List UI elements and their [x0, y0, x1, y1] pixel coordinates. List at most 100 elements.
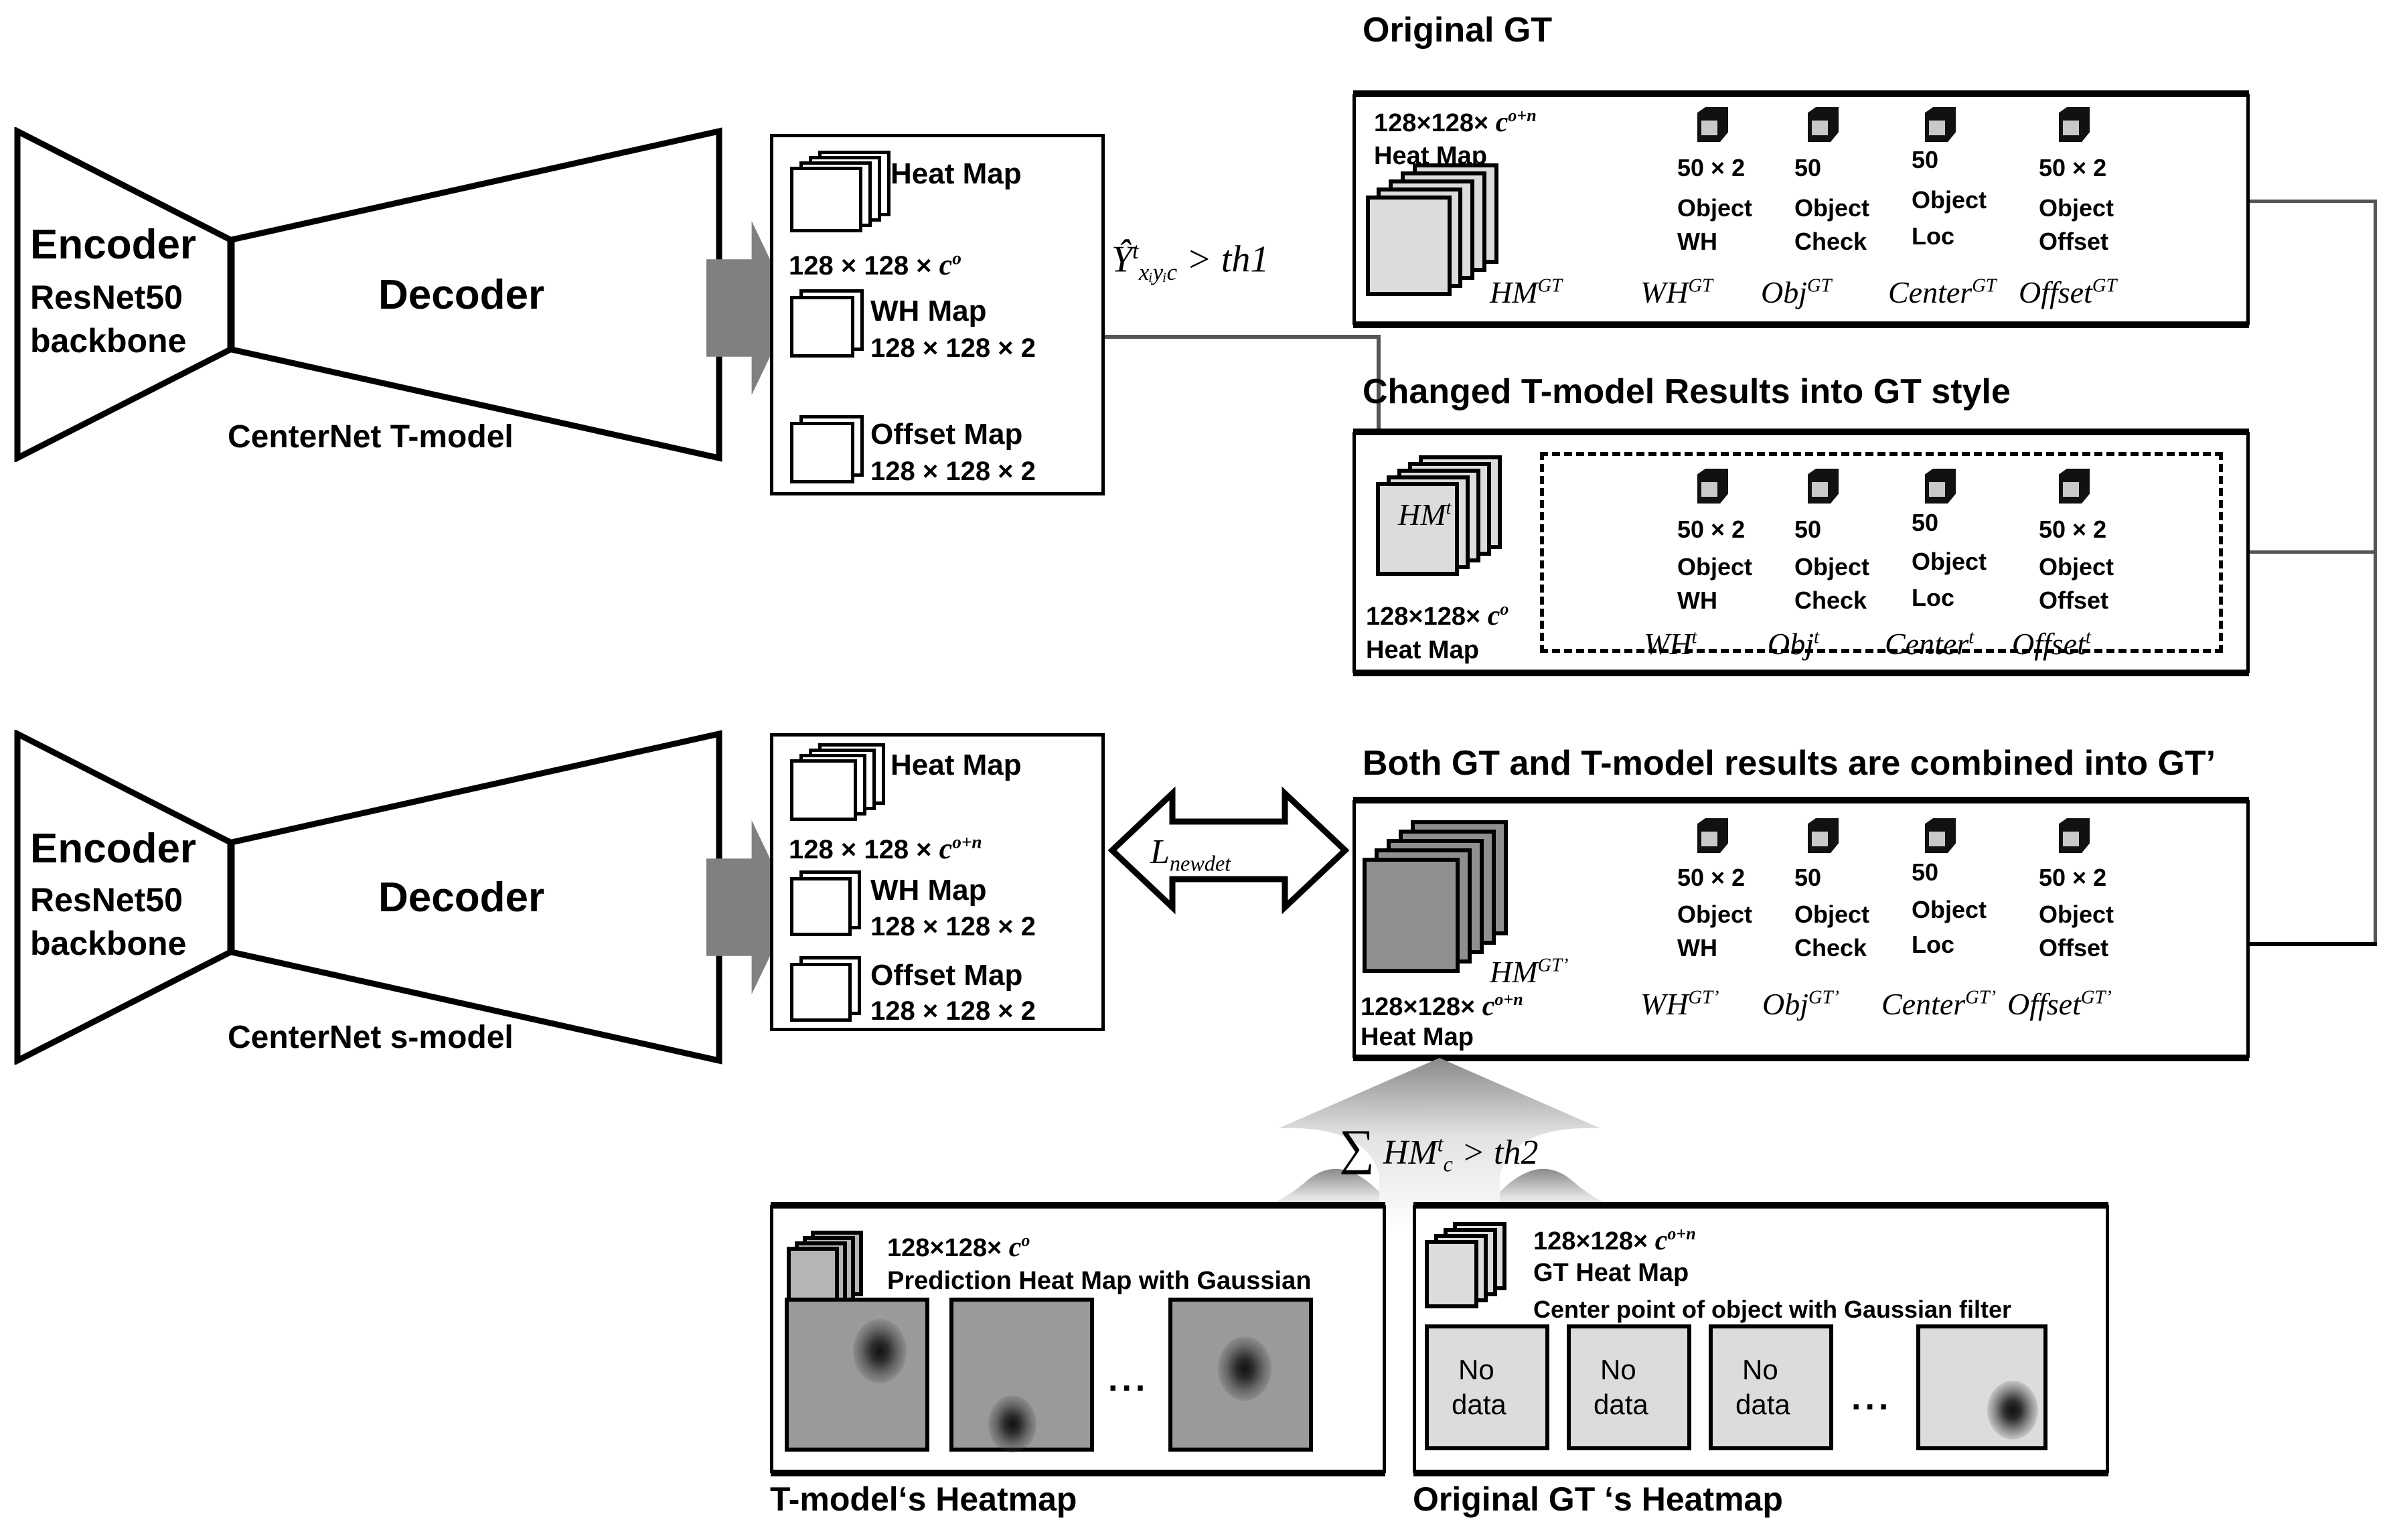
student-output-offsetmap-dims: 128 × 128 × 2 — [870, 996, 1036, 1026]
gtprime-col-2-count: 50 — [1912, 858, 1939, 886]
gt-col-0-cube-icon — [1697, 107, 1728, 142]
gtprime-col-1-line1: Object — [1794, 901, 1870, 928]
student-output-heatmap-dims: 128 × 128 × co+n — [789, 832, 982, 865]
tmodel-col-0-cube-icon — [1697, 469, 1728, 504]
gtprime-col-0-cube-icon — [1697, 818, 1728, 853]
threshold-th1-expression: Ŷtxᵢyᵢc > th1 — [1111, 238, 1269, 285]
gtprime-col-1-symbol: ObjGT’ — [1762, 987, 1839, 1021]
student-decoder-shape — [228, 730, 723, 1065]
tmodel-heatmap-symbol: HMt — [1398, 497, 1452, 532]
gt-col-0-count: 50 × 2 — [1677, 154, 1746, 181]
tmodel-col-0-line2: WH — [1677, 587, 1717, 614]
gt-panel-stack-icon — [1425, 1222, 1525, 1316]
gt-col-3-line1: Object — [2039, 194, 2114, 222]
gt-panel-ellipsis: ... — [1851, 1379, 1893, 1417]
gt-col-3-line2: Offset — [2039, 228, 2109, 255]
gt-panel-description: Center point of object with Gaussian fil… — [1533, 1296, 2012, 1323]
gtprime-col-2-cube-icon — [1925, 818, 1956, 853]
gtprime-col-2-symbol: CenterGT’ — [1881, 987, 1997, 1021]
student-encoder-backbone-line1: ResNet50 — [30, 881, 183, 919]
tmodel-col-1-symbol: Objt — [1768, 627, 1819, 661]
gtprime-col-2-line1: Object — [1912, 896, 1987, 923]
tmodel-col-3-count: 50 × 2 — [2039, 516, 2107, 543]
gt-tile-1-line1: No — [1600, 1354, 1636, 1385]
teacher-offsetmap-stack-icon — [790, 415, 884, 489]
tmodel-panel-ellipsis: ... — [1108, 1360, 1150, 1399]
gt-col-2-symbol: CenterGT — [1888, 275, 1997, 309]
gtprime-col-1-line2: Check — [1794, 934, 1867, 961]
teacher-encoder-backbone-line2: backbone — [30, 322, 187, 360]
gtprime-col-0-count: 50 × 2 — [1677, 864, 1746, 891]
gt-box-title: Original GT — [1363, 11, 1553, 50]
tmodel-col-2-line2: Loc — [1912, 584, 1955, 611]
tmodel-col-3-symbol: Offsett — [2012, 627, 2091, 661]
gt-heatmap-symbol: HMGT — [1490, 275, 1562, 309]
tmodel-tile-0-gaussian-blob — [853, 1319, 907, 1383]
gtprime-box-title: Both GT and T-model results are combined… — [1363, 744, 2216, 783]
gtprime-col-0-line2: WH — [1677, 934, 1717, 961]
tmodel-col-3-line2: Offset — [2039, 587, 2109, 614]
tmodel-col-0-symbol: WHt — [1644, 627, 1697, 661]
gt-col-3-cube-icon — [2059, 107, 2090, 142]
gt-col-2-line2: Loc — [1912, 222, 1955, 250]
tmodel-box-title: Changed T-model Results into GT style — [1363, 372, 2011, 411]
tmodel-col-2-line1: Object — [1912, 548, 1987, 575]
gt-tile-0-line1: No — [1458, 1354, 1494, 1385]
gtprime-heatmap-stack-icon — [1363, 820, 1517, 1004]
student-offsetmap-stack-icon — [790, 956, 884, 1030]
student-model-caption: CenterNet s-model — [228, 1020, 514, 1055]
student-decoder-title: Decoder — [378, 874, 545, 921]
gt-tile-2-line1: No — [1742, 1354, 1778, 1385]
gt-tile-3 — [1916, 1324, 2047, 1450]
gt-tile-1: No data — [1567, 1324, 1691, 1450]
teacher-encoder-backbone-line1: ResNet50 — [30, 279, 183, 316]
loss-label: Lnewdet — [1150, 833, 1231, 876]
gt-tile-2-line2: data — [1735, 1389, 1790, 1420]
gt-col-2-line1: Object — [1912, 186, 1987, 214]
tmodel-box-dashed-region — [1540, 452, 2223, 653]
gt-tile-2: No data — [1709, 1324, 1833, 1450]
tmodel-col-3-line1: Object — [2039, 553, 2114, 581]
teacher-model-caption: CenterNet T-model — [228, 419, 514, 455]
gt-panel-dims: 128×128× co+n — [1533, 1224, 1696, 1256]
gtprime-col-1-cube-icon — [1808, 818, 1839, 853]
gt-col-2-count: 50 — [1912, 146, 1939, 173]
tmodel-col-1-line2: Check — [1794, 587, 1867, 614]
gt-panel-caption: Original GT ‘s Heatmap — [1413, 1480, 1783, 1518]
tmodel-col-1-line1: Object — [1794, 553, 1870, 581]
tmodel-col-1-cube-icon — [1808, 469, 1839, 504]
tmodel-tile-2-gaussian-blob — [1218, 1336, 1271, 1401]
student-output-offsetmap-label: Offset Map — [870, 959, 1023, 992]
connector-tmodel-right-h — [2250, 550, 2377, 554]
student-output-whmap-label: WH Map — [870, 874, 987, 907]
gtprime-heatmap-symbol: HMGT’ — [1490, 955, 1569, 989]
gtprime-col-1-count: 50 — [1794, 864, 1822, 891]
gt-col-0-symbol: WHGT — [1640, 275, 1713, 309]
threshold-th2-expression: ∑ HMtc > th2 — [1339, 1120, 1539, 1176]
tmodel-col-2-cube-icon — [1925, 469, 1956, 504]
tmodel-panel-caption: T-model‘s Heatmap — [770, 1480, 1077, 1518]
gt-col-1-cube-icon — [1808, 107, 1839, 142]
student-output-heatmap-label: Heat Map — [891, 749, 1022, 781]
tmodel-heatmap-stack-icon — [1376, 455, 1510, 589]
tmodel-col-2-symbol: Centert — [1885, 627, 1975, 661]
teacher-encoder-title: Encoder — [30, 222, 197, 268]
teacher-output-whmap-dims: 128 × 128 × 2 — [870, 333, 1036, 363]
gtprime-col-2-line2: Loc — [1912, 931, 1955, 958]
teacher-output-heatmap-label: Heat Map — [891, 157, 1022, 190]
teacher-heatmap-stack-icon — [790, 151, 924, 238]
gt-heatmap-dims: 128×128× co+n — [1374, 106, 1537, 138]
gtprime-col-3-line2: Offset — [2039, 934, 2109, 961]
gt-col-1-symbol: ObjGT — [1761, 275, 1832, 309]
gt-col-0-line1: Object — [1677, 194, 1753, 222]
connector-gt-right-h — [2250, 200, 2377, 203]
teacher-output-heatmap-dims: 128 × 128 × co — [789, 248, 961, 281]
tmodel-col-2-count: 50 — [1912, 509, 1939, 536]
tmodel-panel-description: Prediction Heat Map with Gaussian — [887, 1267, 1312, 1295]
gtprime-heatmap-caption: Heat Map — [1361, 1023, 1474, 1051]
tmodel-panel-dims: 128×128× co — [887, 1231, 1030, 1263]
loss-double-arrow-icon — [1107, 773, 1350, 931]
student-encoder-title: Encoder — [30, 826, 197, 872]
gt-col-3-count: 50 × 2 — [2039, 154, 2107, 181]
tmodel-col-1-count: 50 — [1794, 516, 1822, 543]
